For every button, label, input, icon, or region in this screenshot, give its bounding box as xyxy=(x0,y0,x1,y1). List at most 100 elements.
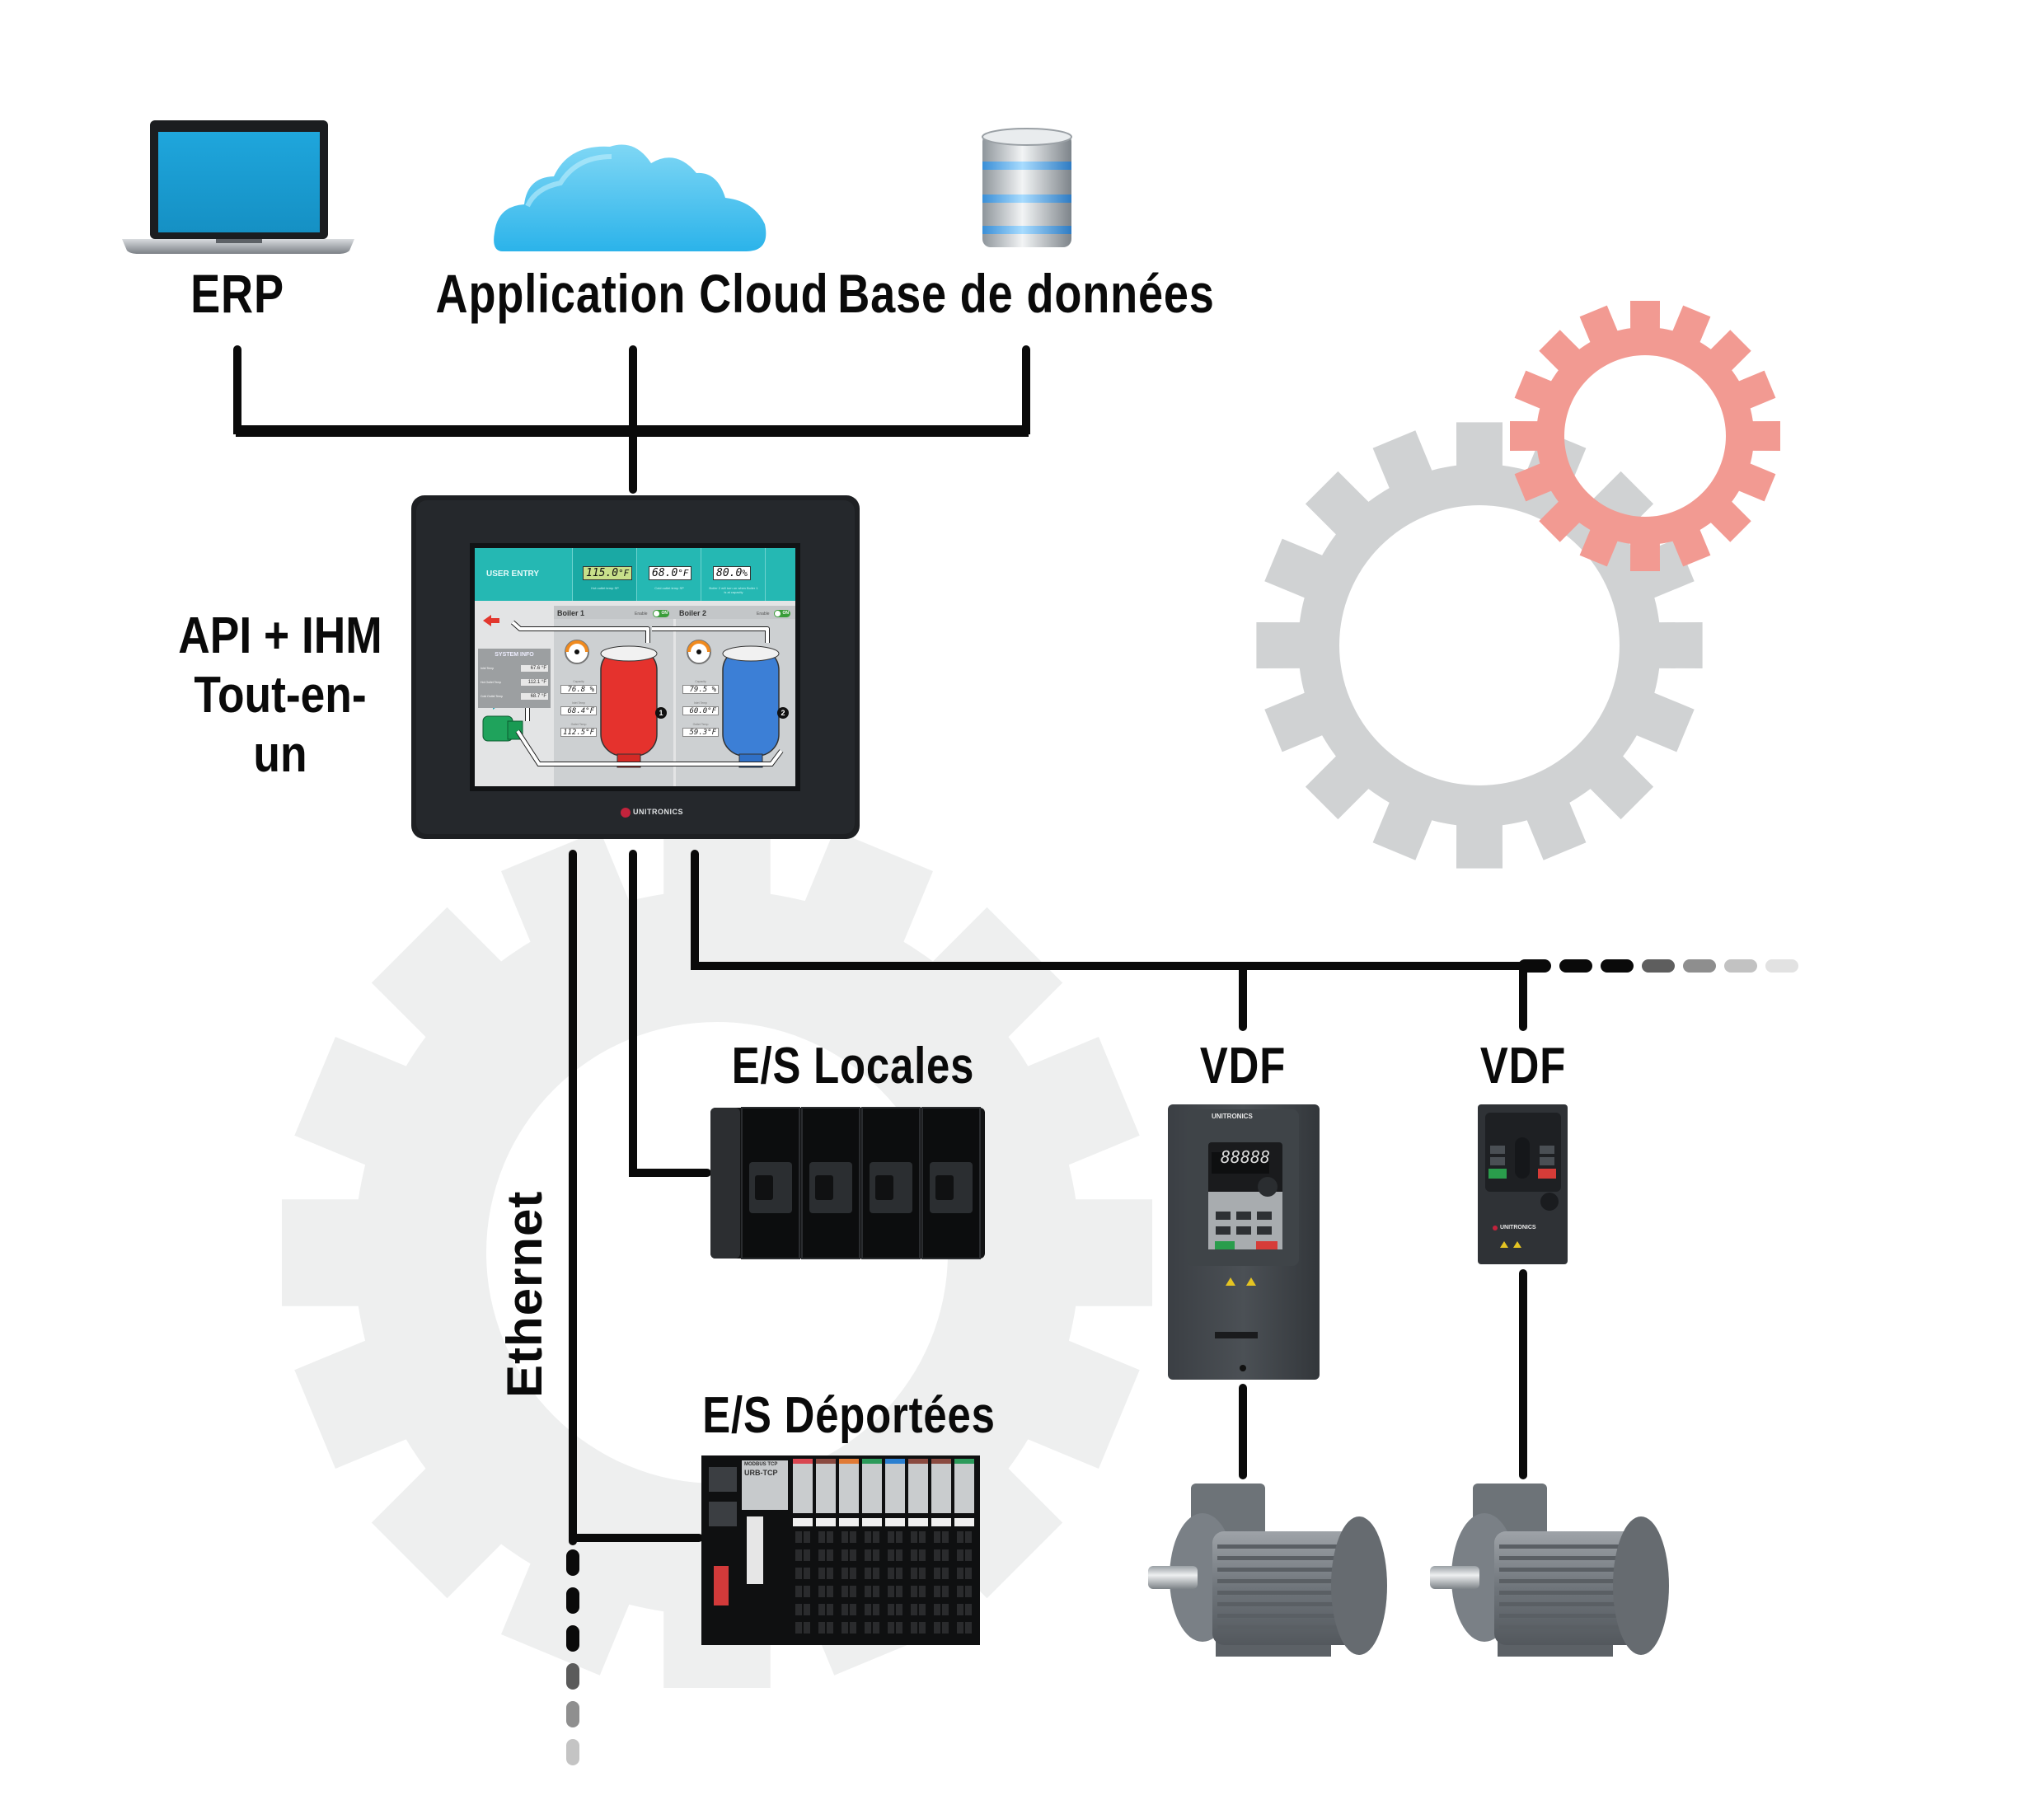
hmi-setpoint-value: 80.0% xyxy=(713,566,751,580)
remote-io-terminal xyxy=(873,1586,879,1597)
remote-io-terminal xyxy=(919,1604,926,1615)
remote-io-terminal xyxy=(818,1586,825,1597)
remote-io-terminal xyxy=(865,1622,871,1634)
remote-io-terminal xyxy=(888,1531,894,1543)
boiler-2-capacity-value: 79.5 % xyxy=(682,685,719,694)
remote-io-terminal xyxy=(795,1586,802,1597)
motor-fan-cover xyxy=(1613,1516,1669,1655)
boiler-1-enable-toggle[interactable]: ON xyxy=(653,610,669,617)
remote-io-terminal xyxy=(942,1549,949,1561)
ethernet-continuation-dashes xyxy=(566,1549,579,1765)
remote-io-terminal xyxy=(818,1549,825,1561)
hmi-brand-text: UNITRONICS xyxy=(633,808,683,816)
remote-io-terminal xyxy=(795,1549,802,1561)
field-lines xyxy=(569,850,1529,1545)
remote-io-terminal xyxy=(965,1568,972,1579)
hmi-setpoint-cold[interactable]: 68.0°F Cold outlet temp SP xyxy=(636,548,701,601)
remote-io-module-label-plate xyxy=(862,1459,882,1513)
motor-fin xyxy=(1499,1544,1636,1549)
motor-fan-cover xyxy=(1331,1516,1387,1655)
local-io-module-slot xyxy=(875,1175,893,1200)
boiler-2-enable-label: Enable xyxy=(757,612,770,616)
remote-io-terminal xyxy=(842,1622,848,1634)
hmi-user-entry-bar: USER ENTRY 115.0°F Hot outlet temp SP 68… xyxy=(475,548,795,601)
hmi-setpoint-value: 115.0°F xyxy=(583,566,633,580)
motor-fin xyxy=(1217,1614,1354,1618)
remote-io-terminal xyxy=(818,1622,825,1634)
remote-io-terminal xyxy=(865,1531,871,1543)
remote-io-module-marker xyxy=(885,1518,905,1526)
remote-io-terminal xyxy=(942,1586,949,1597)
remote-io-model: URB-TCP xyxy=(744,1469,778,1477)
remote-io-terminal xyxy=(888,1549,894,1561)
boiler-1-enable-label: Enable xyxy=(635,612,648,616)
remote-io-header: MODBUS TCP xyxy=(744,1462,778,1467)
remote-io-terminal xyxy=(888,1568,894,1579)
remote-io-module-marker xyxy=(954,1518,974,1526)
remote-io-terminal xyxy=(942,1568,949,1579)
remote-io-terminal xyxy=(934,1622,940,1634)
remote-io-terminal xyxy=(818,1531,825,1543)
motor-fin xyxy=(1217,1556,1354,1560)
remote-io-terminal xyxy=(873,1622,879,1634)
remote-io-terminal xyxy=(896,1531,902,1543)
remote-io-module-marker xyxy=(908,1518,928,1526)
remote-io-terminal xyxy=(934,1568,940,1579)
remote-io-module-color-tab xyxy=(793,1459,813,1464)
boiler-1-inlet-caption: Inlet Temp xyxy=(571,701,586,705)
remote-io-terminal xyxy=(795,1531,802,1543)
boiler-1-capacity-caption: Capacity xyxy=(573,680,584,683)
remote-io-terminal xyxy=(850,1568,856,1579)
remote-io-device xyxy=(701,1455,980,1645)
motor-fin xyxy=(1217,1579,1354,1583)
remote-io-terminal xyxy=(919,1549,926,1561)
plc-hmi-label: API + IHM Tout-en-un xyxy=(174,607,387,785)
remote-io-module-marker xyxy=(816,1518,836,1526)
motor-fin xyxy=(1217,1602,1354,1606)
local-io-module-slot xyxy=(815,1175,833,1200)
remote-io-terminal xyxy=(827,1549,833,1561)
vfd-1-display: 88888 xyxy=(1220,1147,1271,1167)
remote-io-terminal xyxy=(795,1604,802,1615)
bus-dash xyxy=(1683,959,1716,973)
ethernet-dash xyxy=(566,1663,579,1690)
system-info-value: 67.6 °F xyxy=(521,665,548,672)
boiler-1-outlet-value: 112.5°F xyxy=(560,728,597,737)
remote-io-terminal xyxy=(934,1586,940,1597)
remote-io-module-color-tab xyxy=(954,1459,974,1464)
remote-io-terminal xyxy=(804,1531,810,1543)
motor-shaft xyxy=(1148,1566,1198,1589)
bus-dash xyxy=(1518,959,1551,973)
remote-io-terminal xyxy=(804,1568,810,1579)
motor-fin xyxy=(1499,1568,1636,1572)
vfd-1-label: VDF xyxy=(1199,1038,1287,1094)
remote-io-terminal xyxy=(919,1586,926,1597)
boiler-2-enable-toggle[interactable]: ON xyxy=(774,610,790,617)
remote-io-terminal xyxy=(965,1549,972,1561)
boiler-2-capacity-caption: Capacity xyxy=(695,680,706,683)
remote-io-terminal xyxy=(965,1531,972,1543)
remote-io-module-color-tab xyxy=(931,1459,951,1464)
remote-io-terminal xyxy=(873,1549,879,1561)
top-bus-lines xyxy=(233,345,1030,494)
vfd-2-label: VDF xyxy=(1479,1038,1567,1094)
remote-io-terminal xyxy=(818,1568,825,1579)
remote-io-terminal xyxy=(896,1622,902,1634)
boiler-2-title: Boiler 2 xyxy=(679,609,707,617)
cloud-icon xyxy=(494,144,766,251)
hmi-setpoint-capacity[interactable]: 80.0% Boiler 2 will turn on when Boiler … xyxy=(701,548,766,601)
remote-io-terminal xyxy=(888,1622,894,1634)
remote-io-terminal xyxy=(896,1549,902,1561)
hmi-screen[interactable]: USER ENTRY 115.0°F Hot outlet temp SP 68… xyxy=(475,548,795,786)
remote-io-terminal xyxy=(957,1604,963,1615)
remote-io-terminal xyxy=(957,1586,963,1597)
red-gear-decoration xyxy=(1510,301,1780,571)
remote-io-terminal xyxy=(850,1604,856,1615)
remote-io-terminal xyxy=(865,1568,871,1579)
hmi-setpoint-hot[interactable]: 115.0°F Hot outlet temp SP xyxy=(572,548,637,601)
boiler-1-capacity-value: 76.8 % xyxy=(560,685,597,694)
remote-io-terminal xyxy=(942,1604,949,1615)
remote-io-terminal xyxy=(896,1604,902,1615)
remote-io-terminal xyxy=(911,1568,917,1579)
remote-io-module-label-plate xyxy=(816,1459,836,1513)
